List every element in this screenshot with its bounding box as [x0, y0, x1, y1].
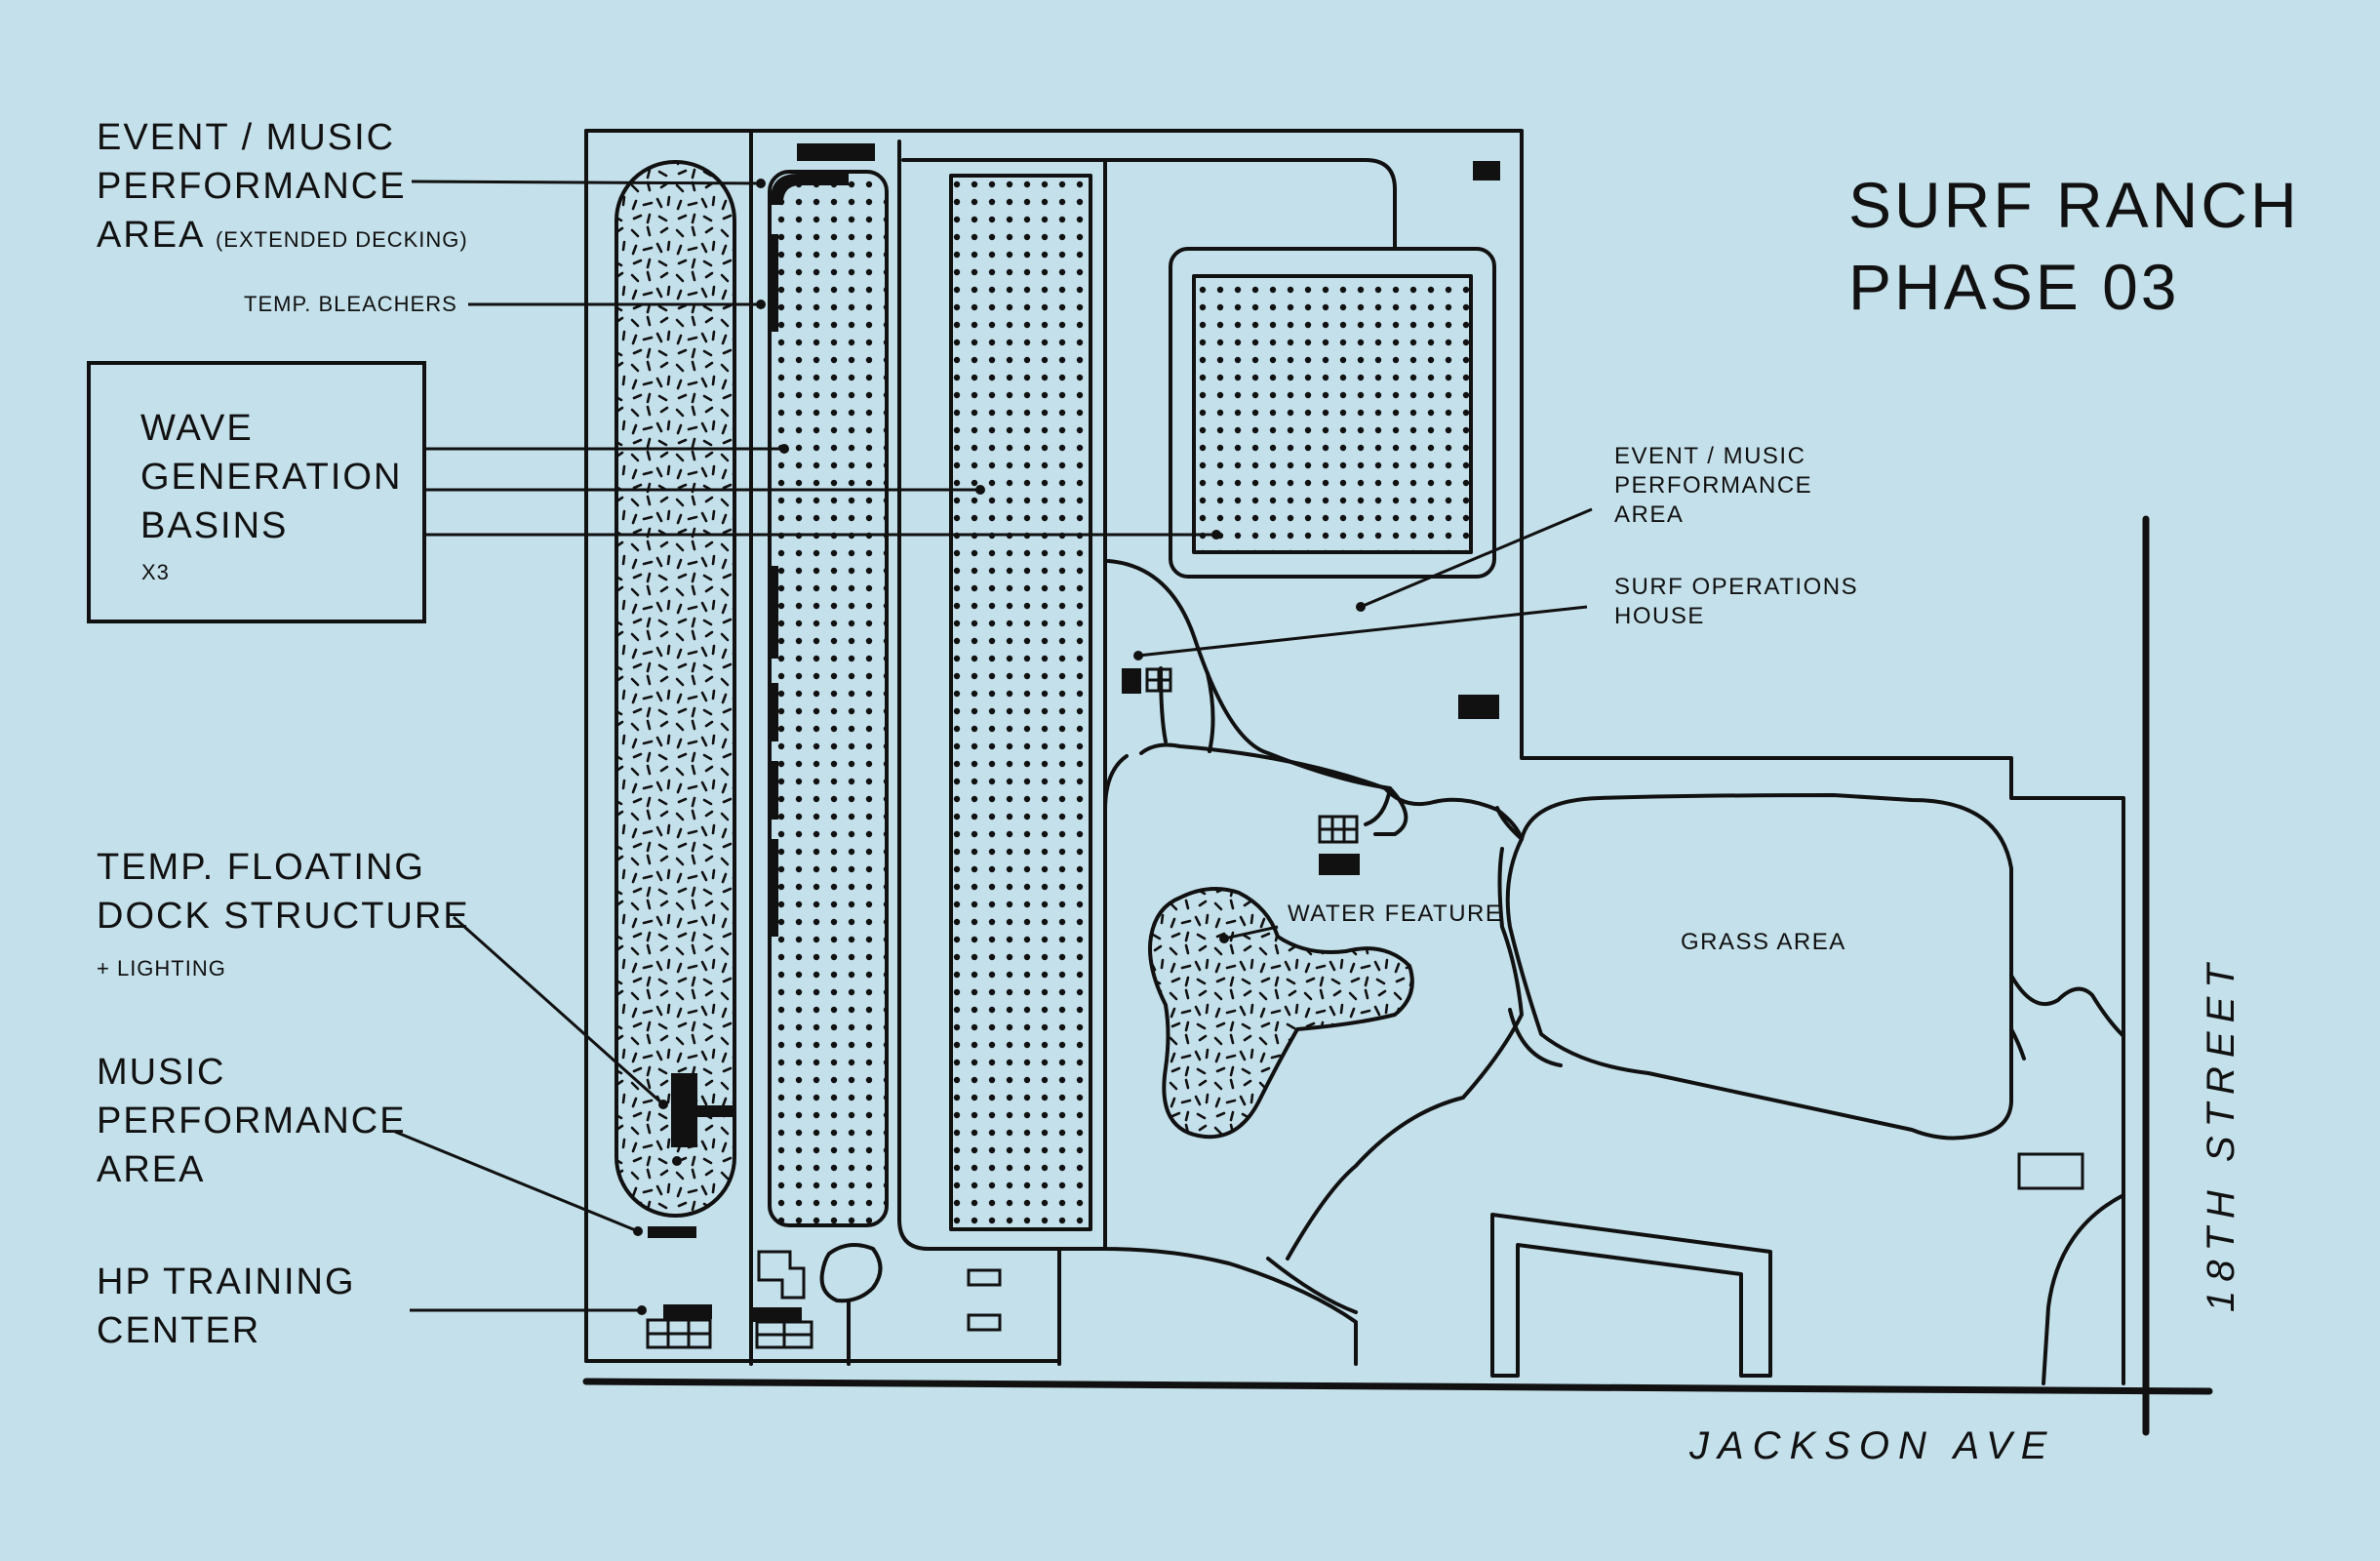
grass-area-label: GRASS AREA	[1681, 929, 1846, 955]
leader-dock	[453, 915, 664, 1106]
bleachers-3	[768, 683, 778, 741]
wave-basin-2	[768, 170, 889, 1227]
event-music-line-1: EVENT / MUSIC	[97, 117, 396, 158]
column-divider-2	[897, 140, 1107, 1251]
kiosk-1	[967, 1268, 1002, 1287]
grass-area-outline	[1505, 793, 2013, 1141]
wave-basins-label-box	[87, 361, 426, 623]
jackson-ave-road	[582, 1378, 2213, 1395]
surf-operations-line-2: HOUSE	[1614, 603, 1705, 629]
path-link-1	[1159, 666, 1168, 743]
training-building-2	[755, 1320, 813, 1349]
decking-top	[797, 143, 875, 161]
event-music-line-2: PERFORMANCE	[97, 166, 407, 207]
music-performance-line-3: AREA	[97, 1149, 206, 1190]
bleachers-5	[768, 839, 778, 937]
field-middle	[1286, 847, 1524, 1261]
event-music-suffix: (EXTENDED DECKING)	[215, 227, 468, 252]
event-music-right-line-3: AREA	[1614, 501, 1685, 528]
surf-ops-house	[1145, 667, 1172, 693]
event-music-line-3-text: AREA	[97, 215, 204, 256]
path-link-2	[1206, 671, 1215, 753]
grass-corner-sw	[1508, 1008, 1563, 1067]
floating-dock-line-2: DOCK STRUCTURE	[97, 896, 470, 937]
leader-lines	[394, 180, 1593, 1312]
lower-field-path	[1266, 1257, 1358, 1314]
street-edge-wiggle-2	[2009, 1027, 2026, 1061]
18th-street-label: 18TH STREET	[2200, 955, 2242, 1312]
perimeter-path	[901, 158, 1397, 251]
event-music-right-label: EVENT / MUSIC PERFORMANCE AREA	[1614, 442, 1812, 530]
extended-decking	[771, 174, 849, 205]
pavilion-base	[1319, 854, 1360, 875]
event-music-right-line-1: EVENT / MUSIC	[1614, 443, 1806, 469]
east-block	[1458, 695, 1499, 719]
site-boundary	[584, 129, 2125, 1385]
music-performance-line-1: MUSIC	[97, 1052, 226, 1093]
bleachers-4	[768, 761, 778, 820]
temp-bleachers-label: TEMP. BLEACHERS	[244, 292, 457, 316]
event-music-label: EVENT / MUSIC PERFORMANCE AREA (EXTENDED…	[97, 113, 468, 264]
floating-dock-label: TEMP. FLOATING DOCK STRUCTURE	[97, 843, 470, 941]
hp-training-label: HP TRAINING CENTER	[97, 1258, 356, 1355]
small-building-zigzag	[757, 1250, 806, 1300]
field-west	[1103, 754, 1358, 1366]
street-edge-wiggle	[2009, 974, 2125, 1038]
event-music-line-3: AREA (EXTENDED DECKING)	[97, 211, 468, 264]
map-title-line-2: PHASE 03	[1848, 251, 2180, 323]
music-performance-label: MUSIC PERFORMANCE AREA	[97, 1048, 407, 1194]
hp-training-line-2: CENTER	[97, 1310, 261, 1351]
water-feature-pond	[1148, 887, 1414, 1140]
wave-basin-4	[1192, 274, 1473, 554]
surf-operations-line-1: SURF OPERATIONS	[1614, 574, 1859, 600]
path-link-3	[1373, 786, 1408, 836]
training-roof-1	[663, 1304, 712, 1319]
street-east-curve	[2042, 1193, 2125, 1385]
grass-corner-ne	[1495, 806, 1524, 841]
ops-block	[1122, 668, 1141, 694]
wave-basins-count: X3	[141, 560, 170, 584]
training-roof-2	[751, 1307, 802, 1322]
training-building-1	[646, 1318, 712, 1349]
surf-operations-label: SURF OPERATIONS HOUSE	[1614, 573, 1858, 631]
basin-frame	[1169, 247, 1496, 579]
jackson-ave-label: JACKSON AVE	[1689, 1424, 2056, 1467]
map-title-line-1: SURF RANCH	[1848, 169, 2300, 241]
dock-arm	[683, 1105, 734, 1117]
leader-event-decking	[411, 180, 762, 185]
leader-event-right	[1360, 507, 1593, 609]
bleachers-2	[768, 566, 778, 659]
roundabout	[819, 1243, 883, 1303]
event-music-right-line-2: PERFORMANCE	[1614, 472, 1813, 499]
wave-basin-1	[615, 160, 736, 1218]
water-feature-label: WATER FEATURE	[1288, 901, 1503, 927]
path-east	[1106, 559, 1392, 826]
structures	[648, 143, 1500, 1322]
floating-dock-line-1: TEMP. FLOATING	[97, 847, 425, 888]
performance-stage	[648, 1226, 696, 1238]
floating-dock-note: + LIGHTING	[97, 956, 226, 981]
bleachers-1	[768, 234, 778, 332]
north-block	[1473, 161, 1500, 180]
wave-basins-line-1: WAVE	[140, 408, 254, 449]
hp-training-line-1: HP TRAINING	[97, 1261, 356, 1302]
leader-surf-ops	[1137, 605, 1588, 658]
leader-music	[394, 1130, 639, 1233]
parking-outline	[1490, 1213, 1772, 1378]
east-parking-box	[2017, 1152, 2084, 1190]
wave-basins-label: WAVE GENERATION BASINS	[140, 404, 402, 550]
wave-basins-line-2: GENERATION	[140, 457, 403, 498]
map-title: SURF RANCH PHASE 03	[1848, 164, 2300, 328]
leader-water	[1223, 925, 1279, 941]
wave-basin-3	[949, 174, 1092, 1231]
wave-basins-line-3: BASINS	[140, 505, 289, 546]
leader-dots	[633, 179, 1366, 1315]
music-performance-line-2: PERFORMANCE	[97, 1101, 407, 1141]
pavilion	[1318, 815, 1359, 844]
kiosk-2	[967, 1313, 1002, 1332]
